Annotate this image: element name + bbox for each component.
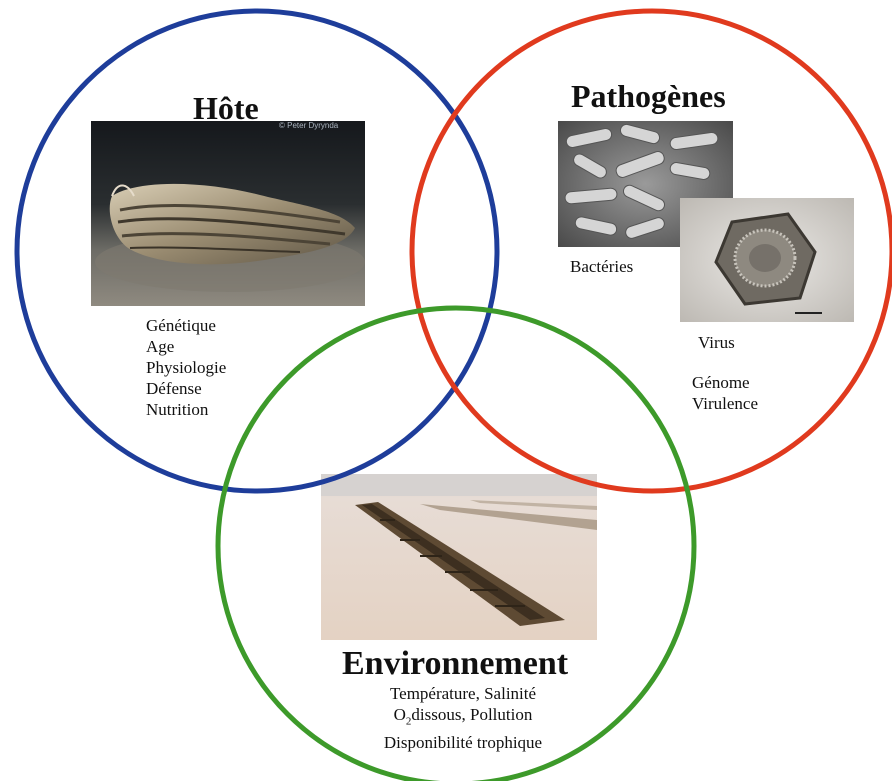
host-title: Hôte <box>193 92 259 124</box>
environment-factor: O2dissous, Pollution <box>358 704 568 732</box>
host-factor: Nutrition <box>146 399 226 420</box>
oyster-photo <box>91 121 365 306</box>
environment-title: Environnement <box>342 647 568 681</box>
host-factor: Défense <box>146 378 226 399</box>
bacteria-label: Bactéries <box>570 257 633 277</box>
host-factor: Génétique <box>146 315 226 336</box>
pathogen-factors: Génome Virulence <box>692 372 758 414</box>
environment-factor: Température, Salinité <box>358 683 568 704</box>
host-factor: Physiologie <box>146 357 226 378</box>
pathogen-factor: Génome <box>692 372 758 393</box>
virus-label: Virus <box>698 333 735 353</box>
environment-factor: Disponibilité trophique <box>358 732 568 753</box>
host-factors: Génétique Age Physiologie Défense Nutrit… <box>146 315 226 420</box>
oyster-farm-photo <box>321 474 597 640</box>
environment-factors: Température, Salinité O2dissous, Polluti… <box>358 683 568 753</box>
pathogens-title: Pathogènes <box>571 80 726 112</box>
host-factor: Age <box>146 336 226 357</box>
pathogen-factor: Virulence <box>692 393 758 414</box>
photo-credit: © Peter Dyrynda <box>279 121 338 130</box>
virus-photo <box>680 198 854 322</box>
